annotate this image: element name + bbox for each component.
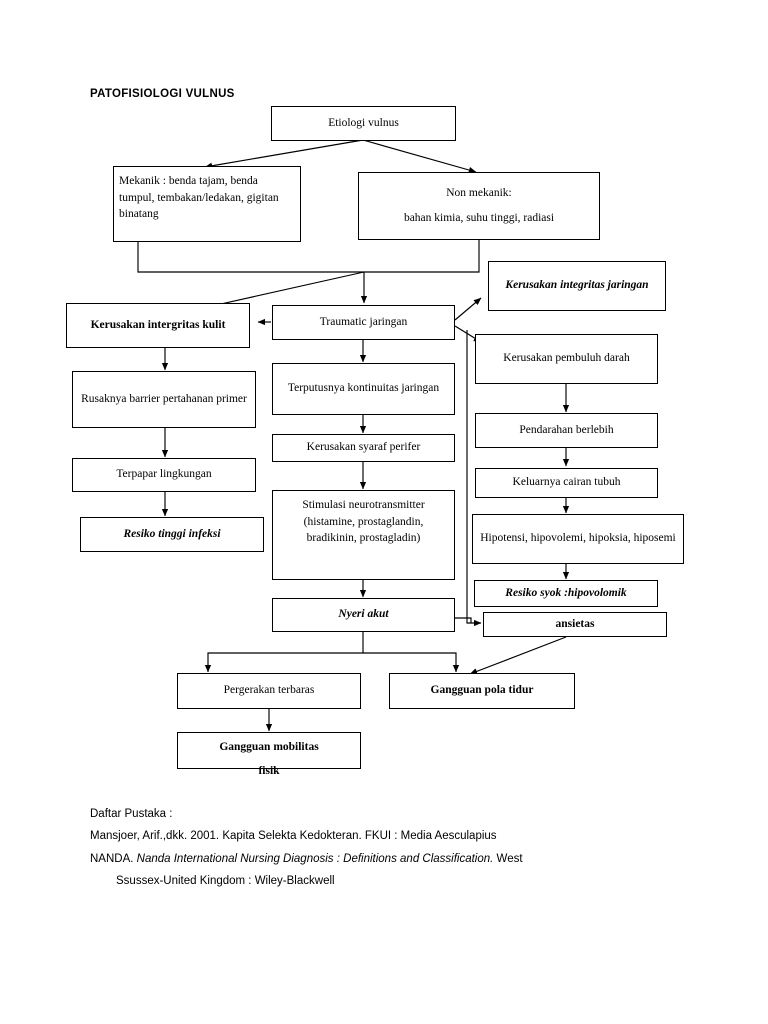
node-traumatic-jaringan[interactable]: Traumatic jaringan [272, 305, 455, 340]
node-rusaknya-barrier[interactable]: Rusaknya barrier pertahanan primer [72, 371, 256, 428]
node-non-mekanik[interactable]: Non mekanik: bahan kimia, suhu tinggi, r… [358, 172, 600, 240]
reference-2-prefix: NANDA. [90, 852, 137, 865]
node-label: Terputusnya kontinuitas jaringan [287, 382, 440, 395]
node-gangguan-mobilitas-fisik-overflow: fisik [177, 765, 361, 777]
node-label: Gangguan mobilitas [219, 741, 319, 753]
node-label: Kerusakan pembuluh darah [503, 352, 630, 365]
node-kerusakan-syaraf-perifer[interactable]: Kerusakan syaraf perifer [272, 434, 455, 462]
node-label: Pergerakan terbaras [223, 684, 315, 697]
node-kerusakan-integritas-kulit[interactable]: Kerusakan intergritas kulit [66, 303, 250, 348]
node-label: Gangguan pola tidur [430, 684, 534, 697]
node-stimulasi-neurotransmitter[interactable]: Stimulasi neurotransmitter (histamine, p… [272, 490, 455, 580]
node-label: Traumatic jaringan [319, 315, 408, 328]
node-label: Resiko syok :hipovolomik [505, 586, 627, 599]
page-title: PATOFISIOLOGI VULNUS [90, 88, 235, 100]
node-label-line2: bahan kimia, suhu tinggi, radiasi [403, 211, 555, 224]
node-hipotensi-hipovolemi[interactable]: Hipotensi, hipovolemi, hipoksia, hiposem… [472, 514, 684, 564]
node-resiko-syok-hipovolomik[interactable]: Resiko syok :hipovolomik [474, 580, 658, 607]
node-terputusnya-kontinuitas[interactable]: Terputusnya kontinuitas jaringan [272, 363, 455, 415]
reference-line-1: Mansjoer, Arif.,dkk. 2001. Kapita Selekt… [90, 830, 497, 843]
node-keluarnya-cairan-tubuh[interactable]: Keluarnya cairan tubuh [475, 468, 658, 498]
node-label: Hipotensi, hipovolemi, hipoksia, hiposem… [480, 532, 676, 545]
node-gangguan-pola-tidur[interactable]: Gangguan pola tidur [389, 673, 575, 709]
node-etiologi-vulnus[interactable]: Etiologi vulnus [271, 106, 456, 141]
node-label: Etiologi vulnus [328, 116, 399, 129]
node-pergerakan-terbaras[interactable]: Pergerakan terbaras [177, 673, 361, 709]
node-terpapar-lingkungan[interactable]: Terpapar lingkungan [72, 458, 256, 492]
node-label: Rusaknya barrier pertahanan primer [81, 393, 247, 405]
reference-line-3: Ssussex-United Kingdom : Wiley-Blackwell [116, 875, 335, 888]
node-pendarahan-berlebih[interactable]: Pendarahan berlebih [475, 413, 658, 448]
node-gangguan-mobilitas-fisik[interactable]: Gangguan mobilitas [177, 732, 361, 769]
node-label: Keluarnya cairan tubuh [512, 476, 621, 489]
node-label: ansietas [555, 617, 595, 630]
reference-line-2: NANDA. Nanda International Nursing Diagn… [90, 848, 690, 870]
node-label: Pendarahan berlebih [519, 423, 614, 436]
node-label: Kerusakan integritas jaringan [505, 279, 649, 292]
node-label: Terpapar lingkungan [116, 468, 212, 481]
node-resiko-tinggi-infeksi[interactable]: Resiko tinggi infeksi [80, 517, 264, 552]
node-kerusakan-pembuluh-darah[interactable]: Kerusakan pembuluh darah [475, 334, 658, 384]
reference-2-suffix: West [493, 852, 523, 865]
node-label-overflow: fisik [258, 765, 280, 777]
reference-2-title: Nanda International Nursing Diagnosis : … [136, 852, 494, 865]
node-nyeri-akut[interactable]: Nyeri akut [272, 598, 455, 632]
node-label: Mekanik : benda tajam, benda tumpul, tem… [119, 175, 279, 221]
references-block: Daftar Pustaka : Mansjoer, Arif.,dkk. 20… [90, 803, 690, 893]
references-heading: Daftar Pustaka : [90, 808, 173, 820]
node-label: Nyeri akut [338, 608, 389, 621]
node-label: Resiko tinggi infeksi [123, 527, 221, 540]
node-label: Kerusakan syaraf perifer [306, 441, 421, 454]
node-ansietas[interactable]: ansietas [483, 612, 667, 637]
node-kerusakan-integritas-jaringan[interactable]: Kerusakan integritas jaringan [488, 261, 666, 311]
node-label-line1: Non mekanik: [446, 186, 512, 199]
node-label: Stimulasi neurotransmitter (histamine, p… [302, 499, 425, 545]
node-label: Kerusakan intergritas kulit [90, 318, 226, 331]
node-mekanik[interactable]: Mekanik : benda tajam, benda tumpul, tem… [113, 166, 301, 242]
